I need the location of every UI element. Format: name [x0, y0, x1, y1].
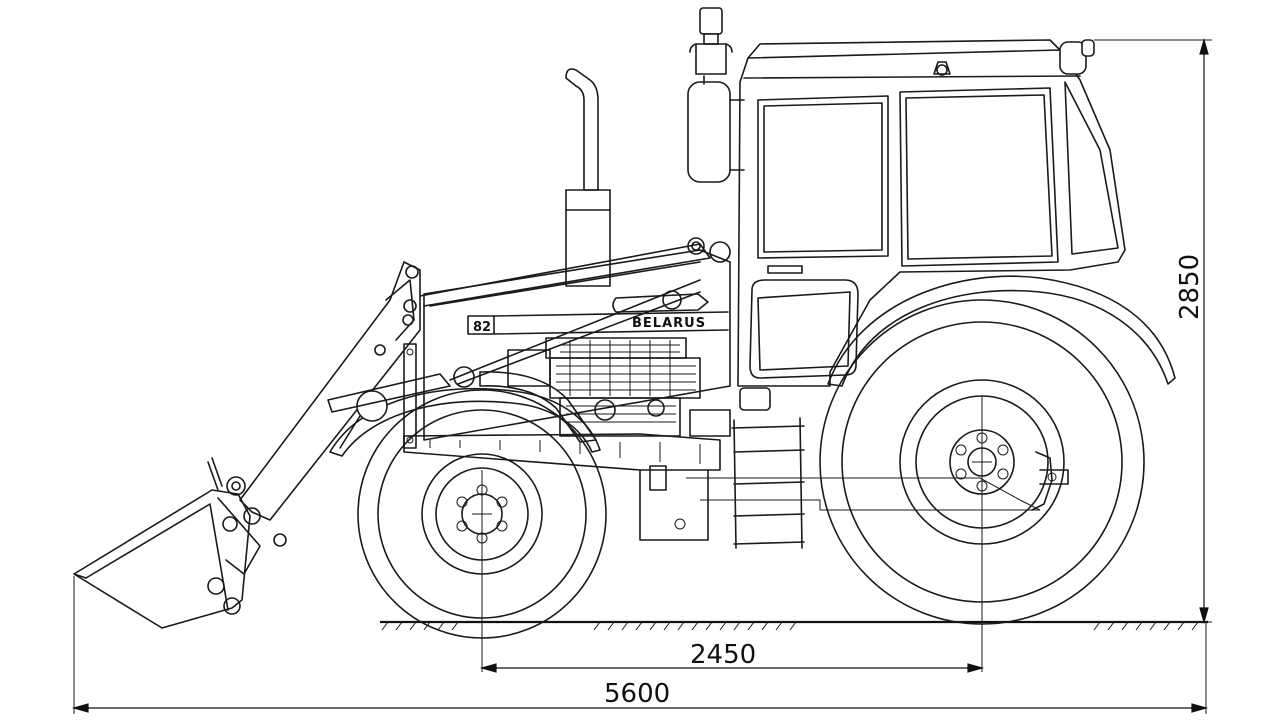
- height-label: 2850: [1175, 254, 1205, 320]
- axle-centerlines: [472, 396, 992, 672]
- cab-steps: [731, 387, 805, 549]
- length-dimension: [71, 576, 1209, 714]
- exhaust-pipe: [565, 68, 611, 287]
- model-label: 82: [473, 320, 491, 335]
- loader-mount: [403, 343, 417, 449]
- rear-fender: [827, 275, 1176, 387]
- beacon-light: [689, 7, 733, 75]
- engine-hood: [423, 249, 731, 441]
- mirror-left: [687, 75, 745, 183]
- wheelbase-dimension: [479, 663, 985, 673]
- chassis-frame: [403, 409, 1041, 541]
- height-dimension: [1094, 37, 1212, 625]
- brand-label: BELARUS: [632, 316, 706, 331]
- ground-line: [380, 620, 1208, 631]
- lift-cylinder: [327, 279, 701, 443]
- length-label: 5600: [604, 679, 670, 709]
- engine-block: [507, 290, 701, 437]
- rear-hitch: [1031, 451, 1069, 511]
- wheelbase-label: 2450: [690, 640, 756, 670]
- cab: [737, 39, 1126, 387]
- loader-arm: [239, 237, 731, 521]
- front-fender: [329, 387, 601, 457]
- loader-bucket: [73, 457, 287, 629]
- mirror-right: [1059, 39, 1095, 75]
